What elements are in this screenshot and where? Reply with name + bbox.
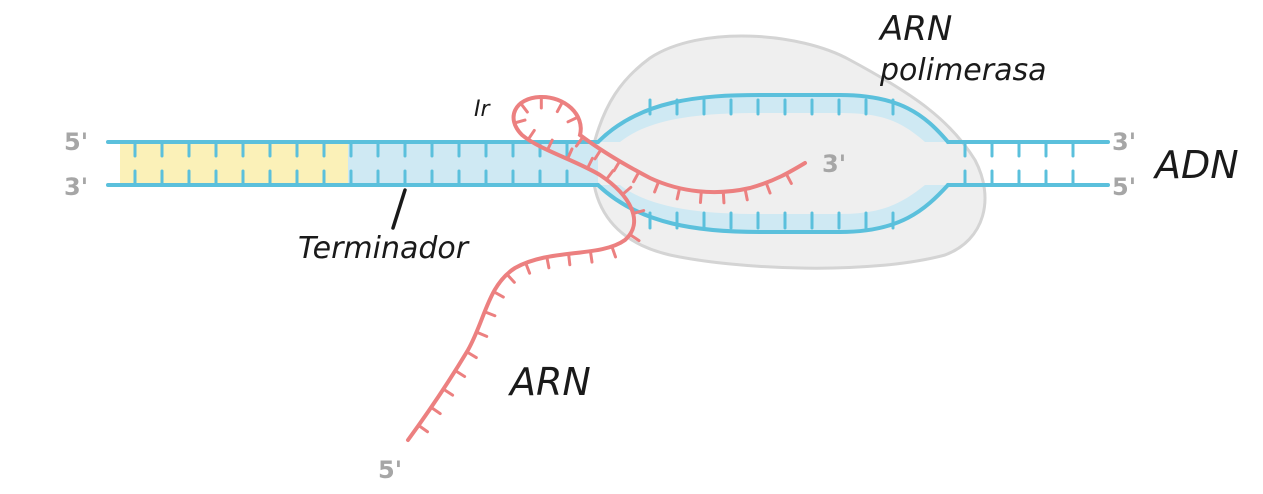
rna-base bbox=[545, 255, 551, 270]
rna-base bbox=[483, 310, 497, 318]
rna-base bbox=[631, 209, 646, 216]
rna-base bbox=[524, 261, 532, 275]
dna-duplex-fill bbox=[348, 142, 598, 185]
rna-base bbox=[604, 169, 615, 182]
rna-base bbox=[417, 423, 430, 434]
rna-base bbox=[505, 272, 516, 284]
bubble-top-fill bbox=[598, 95, 948, 142]
rna-base bbox=[566, 147, 574, 161]
rna-base bbox=[764, 181, 772, 195]
rna-base bbox=[628, 233, 641, 243]
rna-base bbox=[429, 405, 442, 416]
rna-base bbox=[566, 115, 580, 124]
rna-three-prime-end: 3' bbox=[822, 150, 846, 178]
rna-base bbox=[465, 350, 478, 360]
rna-label: ARN bbox=[507, 360, 591, 404]
rna-base bbox=[512, 118, 527, 125]
dna-top-left-end: 5' bbox=[64, 128, 88, 156]
rna-base bbox=[612, 159, 622, 173]
rna-base bbox=[653, 180, 661, 194]
rna-five-prime-end: 5' bbox=[378, 456, 402, 484]
rna-base bbox=[475, 330, 489, 338]
rna-base bbox=[555, 100, 565, 114]
rna-base bbox=[610, 245, 617, 259]
rna-base bbox=[743, 187, 749, 202]
rna-base bbox=[620, 185, 633, 196]
dna-bottom-left-end: 3' bbox=[64, 173, 88, 201]
rna-base bbox=[698, 190, 703, 205]
dna-bottom-right-end: 5' bbox=[1112, 173, 1136, 201]
rna-base bbox=[519, 101, 529, 114]
hairpin-mark: Ir bbox=[474, 97, 491, 122]
polymerase-label-line2: polimerasa bbox=[879, 53, 1046, 88]
rna-base bbox=[588, 249, 594, 264]
bubble-bottom-fill bbox=[598, 185, 948, 232]
terminator-pointer bbox=[391, 188, 407, 230]
rna-base bbox=[574, 135, 585, 148]
rna-base bbox=[567, 252, 572, 267]
dna-strands bbox=[106, 93, 1110, 234]
terminator-region bbox=[120, 142, 348, 185]
dna-top-right-end: 3' bbox=[1112, 128, 1136, 156]
rna-base bbox=[675, 186, 682, 201]
dna-label: ADN bbox=[1152, 143, 1239, 187]
polymerase-label-line1: ARN bbox=[878, 9, 952, 49]
rna-base bbox=[545, 138, 554, 152]
rna-base bbox=[593, 148, 603, 161]
terminator-label: Terminador bbox=[298, 231, 470, 266]
rna-base bbox=[453, 369, 467, 378]
dna-base-pairs bbox=[133, 98, 1075, 230]
rna-base bbox=[632, 170, 641, 184]
rna-base bbox=[441, 387, 455, 397]
rna-base bbox=[586, 156, 594, 170]
rna-bases bbox=[417, 95, 793, 434]
rna-base bbox=[784, 172, 793, 185]
rna-base bbox=[526, 128, 536, 142]
rna-base bbox=[492, 290, 505, 299]
rna-base bbox=[721, 190, 726, 205]
rna-strand bbox=[406, 94, 807, 442]
